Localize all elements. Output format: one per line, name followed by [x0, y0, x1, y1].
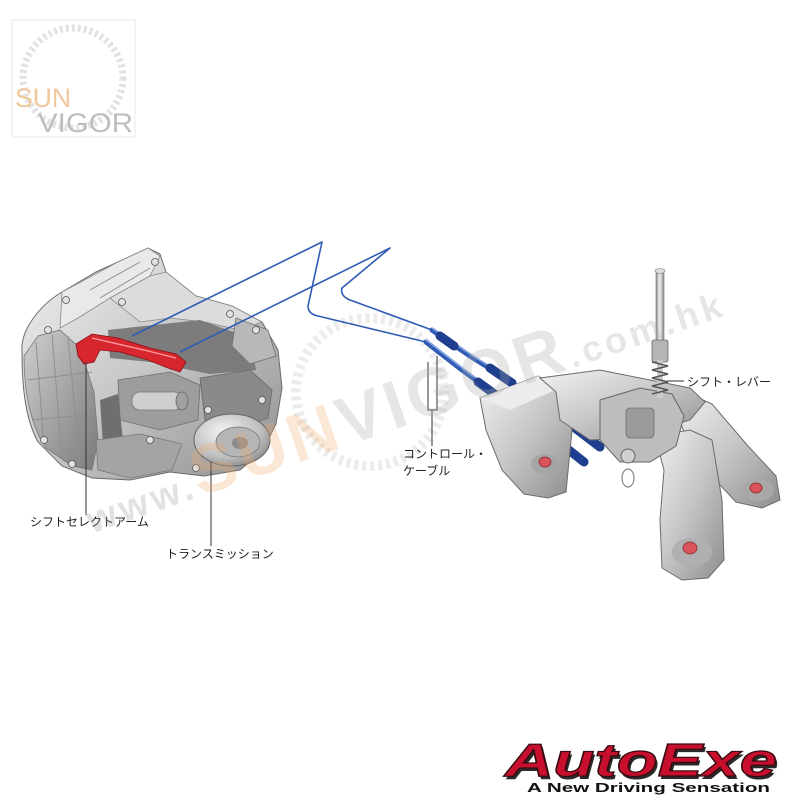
label-shift-select-arm: シフトセレクトアーム	[30, 515, 149, 529]
fin-rib	[99, 267, 151, 299]
label-control-cable-line2: ケーブル	[403, 463, 450, 478]
transmission-bolt	[151, 258, 159, 266]
front-leg-bolt	[682, 541, 698, 555]
shift-tower	[231, 317, 277, 365]
label-control-cable-line1: コントロール・	[403, 447, 487, 461]
shift-lever-ring	[621, 468, 635, 488]
shift-lever-collar	[651, 339, 669, 363]
housing-cylinder-end	[175, 391, 189, 411]
transmission-bolt	[258, 396, 266, 404]
watermark-suffix: .com.hk	[562, 283, 730, 375]
housing-lower	[95, 433, 183, 479]
housing-block	[199, 369, 273, 429]
right-leg-bolt	[749, 482, 763, 494]
shift-select-arm-highlight	[91, 337, 177, 359]
label-transmission: トランスミッション	[166, 547, 274, 561]
housing-cylinder	[131, 391, 183, 411]
shift-lever-assembly	[479, 268, 781, 581]
shift-base-front-leg	[654, 429, 725, 581]
control-cable-wire-b	[179, 247, 433, 353]
transmission-illustration	[21, 247, 283, 481]
transmission-bolt	[192, 464, 200, 472]
transmission-bolt	[44, 326, 52, 334]
logo-text-sun: SUN	[15, 83, 71, 113]
shift-base-left-foot-top	[480, 376, 560, 410]
transmission-bolt	[118, 298, 126, 306]
shift-lever-housing-detail	[625, 407, 655, 439]
brand-logo: AutoExe	[504, 734, 777, 786]
cable-fitting-upper	[485, 363, 517, 388]
logo-frame	[11, 19, 136, 138]
transmission-bolt	[146, 436, 154, 444]
bell-housing-rib	[51, 333, 63, 459]
housing-top-face	[109, 271, 263, 331]
sunvigor-logo: SUN VIGOR	[11, 19, 136, 138]
watermark-ring	[291, 313, 449, 471]
label-shift-lever: シフト・レバー	[687, 375, 771, 389]
control-cable-wire-a	[131, 241, 427, 343]
cable-sleeve	[435, 331, 459, 351]
transmission-bolt	[204, 406, 212, 414]
transmission-bolt	[226, 310, 234, 318]
brand-tagline: A New Driving Sensation	[527, 781, 770, 795]
logo-ring	[19, 24, 127, 132]
transmission-bolt	[68, 460, 76, 468]
shift-lever-inner-rod	[657, 360, 663, 398]
shift-lever-side-knob	[620, 448, 636, 464]
bell-housing-rib	[31, 413, 97, 421]
autoexe-logo: AutoExe AutoExe A New Driving Sensation	[503, 733, 779, 795]
shift-select-arm	[75, 333, 187, 373]
logo-text-vigor: VIGOR	[38, 108, 133, 138]
bell-housing-rib	[67, 335, 81, 467]
transmission-bolt	[252, 326, 260, 334]
left-foot-bolt	[538, 456, 552, 468]
shift-select-arm-body	[75, 333, 187, 373]
transmission-bolt	[40, 436, 48, 444]
bell-housing-rib	[35, 341, 45, 447]
fin-rib	[89, 261, 141, 291]
differential-drum-hub	[232, 437, 248, 449]
bell-housing-rib	[27, 371, 93, 381]
shift-lever-spring	[651, 361, 669, 395]
shift-lever-rod-top	[654, 268, 666, 274]
transmission-bolt	[62, 296, 70, 304]
brand-logo-shadow: AutoExe	[506, 737, 779, 789]
